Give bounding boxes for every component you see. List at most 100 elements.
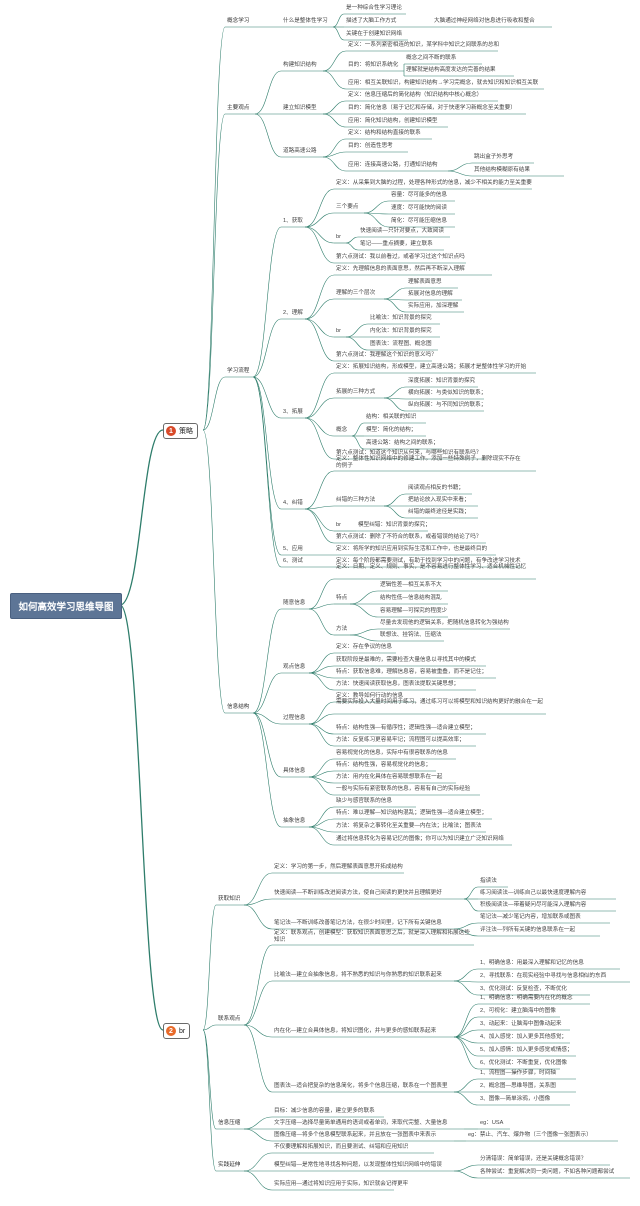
method-sub[interactable]: 尽量去发现他的逻辑关系，把随机信息转化为强结构 <box>380 620 509 626</box>
level-sub[interactable]: 拓展对信息的理解 <box>408 291 453 297</box>
correct-methods[interactable]: 纠错的三种方法 <box>336 497 376 503</box>
abstract-item[interactable]: 缺少与感官联系的信息 <box>336 798 392 804</box>
feature-sub[interactable]: 容易理解—可探究的程度少 <box>380 608 448 614</box>
image-compress[interactable]: 图像压缩—将多个信息模型联系起来，并且放在一张图表中来表示 <box>274 1132 437 1138</box>
expand-kinds[interactable]: 拓展的三种方式 <box>336 389 376 395</box>
model-node[interactable]: 建立知识模型 <box>283 105 317 111</box>
chart-sub[interactable]: 1、流程图—操作步骤，时间轴 <box>480 1070 556 1076</box>
text-compress[interactable]: 文字压缩—选择尽量简单通用的语词或者单词，来取代完整、大量信息 <box>274 1120 448 1126</box>
understand-test[interactable]: 第六点测试：我理解这个知识的意义吗？ <box>336 352 437 358</box>
acquire-br[interactable]: br <box>336 234 341 240</box>
correct-br[interactable]: br <box>336 522 341 528</box>
test-def[interactable]: 定义：每个阶段都需要测试，有助于找到学习中的问题，有争改进学习技术 <box>336 558 521 564</box>
process-node[interactable]: 学习流程 <box>227 368 250 374</box>
internal-sub[interactable]: 3、动起来：让脑海中图像动起来 <box>480 1021 562 1027</box>
observe-item[interactable]: 方法：快速阅读获取信息，图表法提取关键思想； <box>336 681 460 687</box>
practice-item[interactable]: 不仅要理解和拓展知识，而且要测试、纠错和应用知识 <box>274 1144 409 1150</box>
method-sub[interactable]: 阅读观点相反的书籍； <box>408 485 464 491</box>
branch-strategy[interactable]: 1 策略 <box>163 423 198 439</box>
highway-sub[interactable]: 其他结构模糊原有结果 <box>474 167 530 173</box>
fast-sub[interactable]: 练习阅读法—训练自己以最快速度理解内容 <box>480 890 587 896</box>
random-method[interactable]: 方法 <box>336 626 348 632</box>
observe-item[interactable]: 获取阶段是最难的，需要检查大量信息以寻找其中的模式 <box>336 657 476 663</box>
internal-sub[interactable]: 2、可视化：建立脑海中的图像 <box>480 1008 556 1014</box>
root-topic[interactable]: 如何高效学习思维导图 <box>10 593 122 619</box>
process-item[interactable]: 需要实际投入大量时间用于练习，通过练习可以将模型和知识结构更好的融合在一起 <box>336 699 543 705</box>
practice-apply[interactable]: 实际应用—通过将知识应用于实际，知识就会记得更牢 <box>274 1181 409 1187</box>
highway-node[interactable]: 道路高速公路 <box>283 148 317 154</box>
understand-br-sub[interactable]: 比喻法：知识背景的探究 <box>370 315 432 321</box>
method-sub[interactable]: 纠错的最终途径是实践； <box>408 509 470 515</box>
fast-sub[interactable]: 指读法 <box>480 878 497 884</box>
method-sub[interactable]: 把結论放入现实中来看； <box>408 497 470 503</box>
acquire-br-sub[interactable]: 快速阅读—只针对要点，大致阅读 <box>360 228 444 234</box>
observe-item[interactable]: 定义：存在争议的信息 <box>336 644 392 650</box>
concept-sub[interactable]: 模型：简化的结构； <box>366 427 417 433</box>
three-points[interactable]: 三个要点 <box>336 204 359 210</box>
build-goal[interactable]: 目的：将知识系统化 <box>348 62 399 68</box>
understand-br-sub[interactable]: 内化法：知识背景的探究 <box>370 328 432 334</box>
abstract-item[interactable]: 方法：将复杂之事转化至关重要—内在法；比喻法；图表法 <box>336 823 482 829</box>
internal-sub[interactable]: 1、明确信息：明确需要内在化的概念 <box>480 995 573 1001</box>
abstract-item[interactable]: 特点：难以理解—知识结构混乱；逻辑性强—适合建立模型； <box>336 810 488 816</box>
build-apply[interactable]: 应用：相互关联知识，构建知识结构→学习完概念，就去知识和知识相互关联 <box>348 80 539 86</box>
understand-br[interactable]: br <box>336 328 341 334</box>
concrete-item[interactable]: 一般与实际有紧密联系的信息，容易有自己的实际经验 <box>336 786 471 792</box>
build-structure-node[interactable]: 构建知识结构 <box>283 62 317 68</box>
chart-sub[interactable]: 3、图像—简单涂鸦，小图像 <box>480 1096 551 1102</box>
build-def[interactable]: 定义：一系列紧密相连的知识，某学科中知识之间联系的总和 <box>348 42 500 48</box>
chart-sub[interactable]: 2、概念图—思维导图，关系图 <box>480 1083 556 1089</box>
correct-br-sub[interactable]: 模型纠错：知识背景的探究； <box>358 522 431 528</box>
chart-method[interactable]: 图表法—适合把复杂的信息简化，将多个信息压缩，联系在一个图表里 <box>274 1083 448 1089</box>
process-item[interactable]: 方法：反复练习更容易牢记；流程图可以提高效率； <box>336 737 465 743</box>
notes-sub[interactable]: 笔记法—减少笔记内容，增加联系或图表 <box>480 914 581 920</box>
expand-node[interactable]: 3、拓展 <box>283 409 303 415</box>
apply-def[interactable]: 定义：将所学的知识应用到实际生活和工作中，也是最终目的 <box>336 546 488 552</box>
three-sub[interactable]: 速度：尽可能快的阅读 <box>391 205 447 211</box>
understand-br-sub[interactable]: 图表法：流程图、概念图 <box>370 341 432 347</box>
compress-node[interactable]: 信息压缩 <box>218 1120 241 1126</box>
model-item[interactable]: 定义：信息压缩后的简化结构（知识结构中核心概念） <box>348 92 483 98</box>
internalize-method[interactable]: 内在化—建立合具体信息，将知识图化，并与更多的感知联系起来 <box>274 1028 437 1034</box>
what-is-holistic-node[interactable]: 什么是整体性学习 <box>283 18 328 24</box>
understand-node[interactable]: 2、理解 <box>283 310 303 316</box>
concept-learning-node[interactable]: 概念学习 <box>227 18 250 24</box>
model-correct[interactable]: 模型纠错—是常性地寻找各种问题，以发现整体性知识网络中的错误 <box>274 1162 442 1168</box>
notes-method[interactable]: 笔记法—不断训练改善笔记方法，在很少时间里，记下所有关键信息 <box>274 920 442 926</box>
concept-item[interactable]: 关键在于创建知识网络 <box>346 31 402 37</box>
main-points-node[interactable]: 主要观点 <box>227 105 250 111</box>
expand-def[interactable]: 定义：拓展知识结构，形成模型，建立高速公路；拓展才是整体性学习的开始 <box>336 364 527 370</box>
process-item[interactable]: 特点：结构性强—有循序性；逻辑性强—适合建立模型； <box>336 725 476 731</box>
understand-def[interactable]: 定义：先理解信息的表面意思，然后再不断深入理解 <box>336 266 465 272</box>
kinds-sub[interactable]: 纵向拓展：与不同知识的联系； <box>408 402 487 408</box>
feature-sub[interactable]: 结构性低—信息结构混乱 <box>380 595 442 601</box>
correct-test[interactable]: 第六点测试：删除了不符合的联系，或者错误的结论了吗？ <box>336 534 482 540</box>
info-structure-node[interactable]: 信息结构 <box>227 704 250 710</box>
notes-sub[interactable]: 评注法—列所有关键的信息联系在一起 <box>480 927 576 933</box>
branch-br[interactable]: 2 br <box>163 1023 191 1039</box>
model-sub[interactable]: 分清错误：简单错误，还是关键概念错误？ <box>480 1156 587 1162</box>
concept-sub[interactable]: 结构：相关联的知识 <box>366 414 417 420</box>
internal-sub[interactable]: 5、加入感情：加入更多感觉或情感； <box>480 1047 573 1053</box>
metaphor-sub[interactable]: 2、寻找联系：在现实经验中寻找与信息相似的东西 <box>480 973 607 979</box>
text-eg[interactable]: eg：USA <box>480 1120 504 1126</box>
fast-sub[interactable]: 积极阅读法—带着疑问尽可能深入理解内容 <box>480 902 587 908</box>
kinds-sub[interactable]: 横向拓展：与类似知识的联系； <box>408 390 487 396</box>
kinds-sub[interactable]: 深度拓展：知识背景的探究 <box>408 378 476 384</box>
link-ideas-node[interactable]: 联系观点 <box>218 1016 241 1022</box>
concrete-info-node[interactable]: 具体信息 <box>283 768 306 774</box>
abstract-info-node[interactable]: 抽象信息 <box>283 818 306 824</box>
concrete-item[interactable]: 容易视觉化的信息，实际中有很容联系的信息 <box>336 750 448 756</box>
metaphor-sub[interactable]: 3、优化测试：反复检查，不断优化 <box>480 986 568 992</box>
acquire-node[interactable]: 1、获取 <box>283 218 303 224</box>
highway-sub[interactable]: 跳出盒子外思考 <box>474 154 514 160</box>
apply-node[interactable]: 5、应用 <box>283 546 303 552</box>
acquire-knowledge-node[interactable]: 获取知识 <box>218 896 241 902</box>
correct-node[interactable]: 4、纠错 <box>283 500 303 506</box>
highway-apply[interactable]: 应用：连接高速公路，打通知识结构 <box>348 162 438 168</box>
model-sub[interactable]: 各种尝试：重复解决同一类问题，不如各种问题都尝试 <box>480 1169 615 1175</box>
concrete-item[interactable]: 方法：用内在化具体在容易联想联系在一起 <box>336 774 443 780</box>
acquire-knowledge-def[interactable]: 定义：学习的第一步，然后理解表面意思开拓成结构 <box>274 864 403 870</box>
correct-def[interactable]: 定义：整体性知识网络中的修建工作。添加一些特殊例子，删除现实不存在的例子 <box>336 456 521 469</box>
concept-item[interactable]: 描述了大脑工作方式 <box>346 18 397 24</box>
